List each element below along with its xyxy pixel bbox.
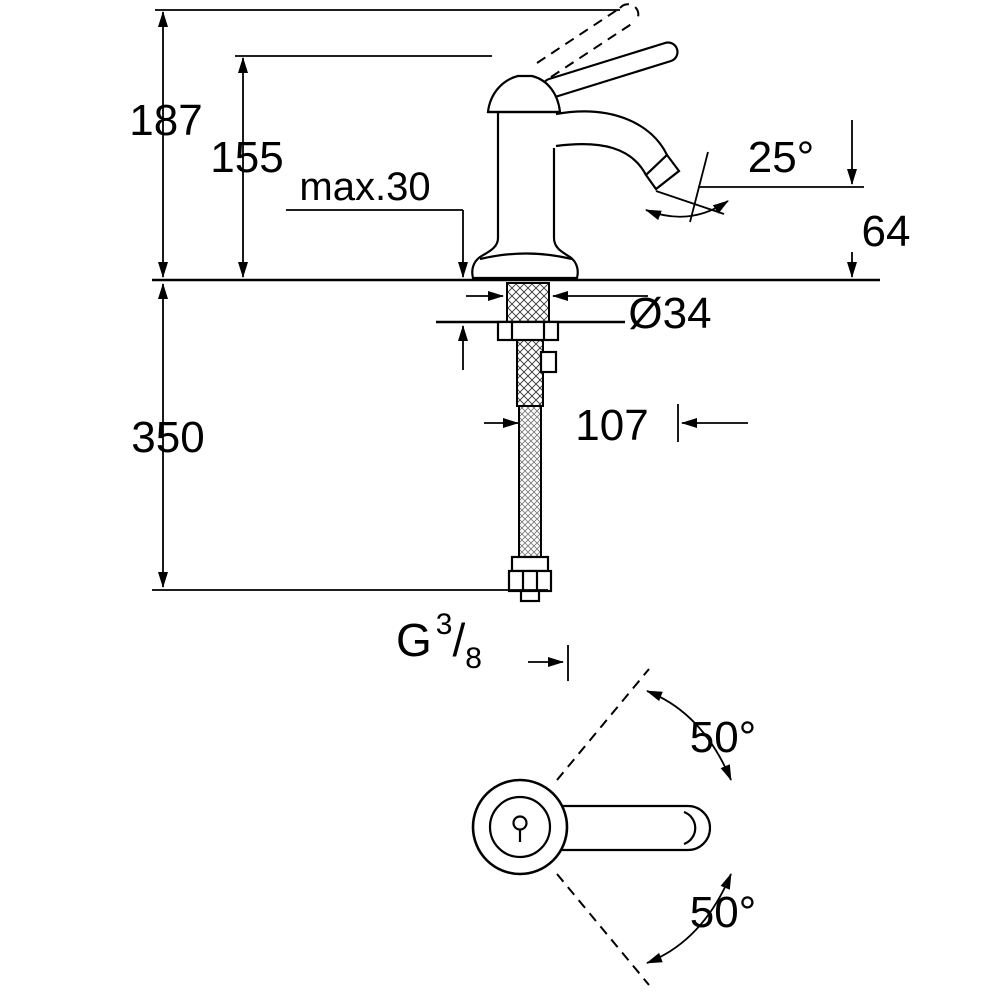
- handle-swivel-lower-dashed: [556, 873, 650, 986]
- top-view-center-pin: [512, 815, 528, 831]
- thread-denominator: 8: [465, 642, 482, 675]
- spout-top-edge: [555, 110, 668, 156]
- dim-hose-length-label: 350: [131, 413, 204, 462]
- cartridge-cap: [486, 74, 562, 114]
- faucet-top-view: 50° 50°: [471, 668, 757, 986]
- dim-outlet-height-label: 64: [862, 207, 911, 256]
- handle-swivel-upper-dashed: [556, 668, 650, 781]
- thread-numerator: 3: [436, 608, 453, 641]
- top-view-handle: [545, 804, 712, 852]
- hose-hex-fitting: [507, 569, 553, 593]
- lever-handle: [541, 41, 679, 99]
- angle-arc-spout: [645, 200, 729, 221]
- thread-separator: /: [452, 614, 465, 666]
- hose-nipple: [519, 589, 541, 603]
- angle-ref-line-outlet: [655, 190, 725, 215]
- dim-total-height-label: 187: [129, 96, 202, 145]
- dim-body-height-label: 155: [210, 133, 283, 182]
- handle-raised-dashed-outline: [536, 3, 640, 78]
- dim-max-thickness-label: max.30: [299, 165, 430, 209]
- flexible-hose: [518, 405, 542, 558]
- threaded-shank: [506, 282, 550, 323]
- clamp-tab: [539, 350, 558, 374]
- mounting-nut: [496, 320, 560, 342]
- top-view-handle-end-detail: [683, 810, 697, 846]
- hose-collar: [510, 555, 550, 573]
- spout-bottom-edge: [555, 143, 647, 176]
- dim-swivel-lower-label: 50°: [690, 888, 757, 937]
- faucet-front-view: [152, 3, 880, 603]
- swivel-arc-upper: [646, 690, 732, 781]
- thread-prefix: G: [396, 614, 432, 666]
- dim-projection-label: 107: [575, 401, 648, 450]
- dimension-annotations: 187 155 max.30 25° 64 Ø34 350 107: [129, 9, 911, 681]
- base-skirt: [471, 237, 579, 280]
- swivel-arc-lower: [646, 873, 732, 964]
- threaded-rod: [516, 339, 544, 407]
- base-seam: [479, 252, 573, 261]
- dim-spout-angle-label: 25°: [748, 133, 815, 182]
- dim-hole-diameter-label: Ø34: [628, 289, 711, 338]
- dim-swivel-upper-label: 50°: [690, 713, 757, 762]
- aerator: [644, 153, 681, 191]
